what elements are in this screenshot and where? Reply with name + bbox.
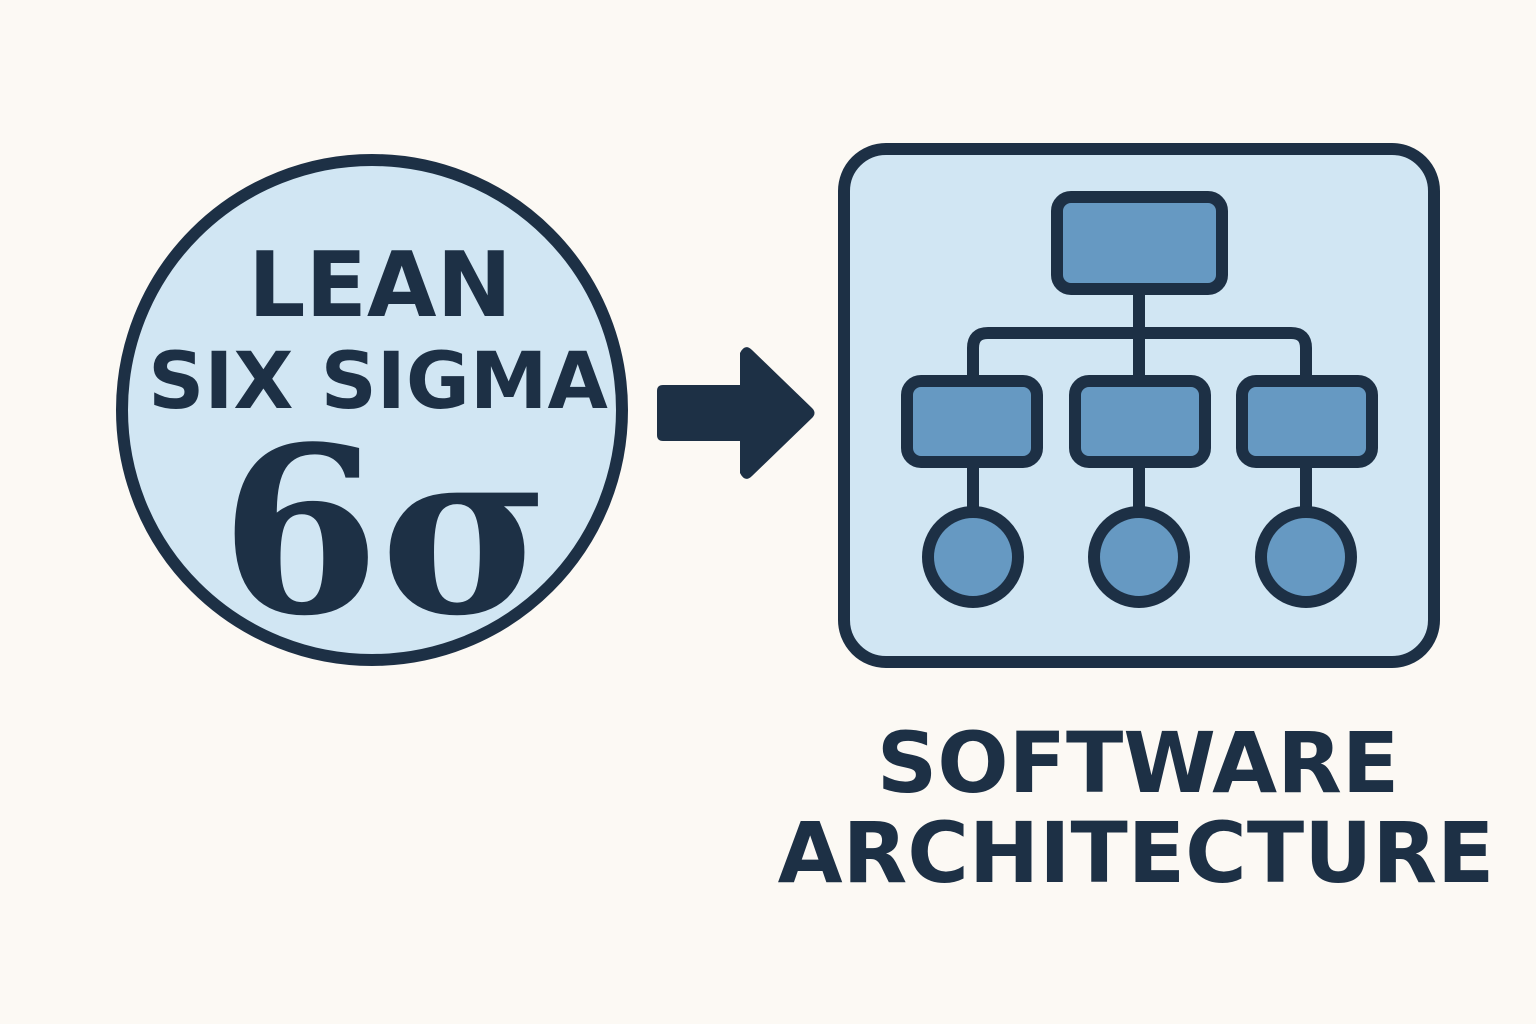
child-node-center <box>1069 375 1211 468</box>
child-node-left <box>901 375 1043 468</box>
badge-circle <box>116 154 628 666</box>
leaf-node-center <box>1088 506 1190 608</box>
lean-label: LEAN <box>248 233 512 338</box>
child-node-right <box>1236 375 1378 468</box>
lean-six-sigma-badge: LEAN SIX SIGMA 6σ <box>116 154 628 667</box>
leaf-node-right <box>1255 506 1357 608</box>
software-label: SOFTWARE <box>877 714 1400 812</box>
arrow-right-icon <box>657 347 815 479</box>
sigma-symbol: 6σ <box>220 397 550 667</box>
root-node <box>1051 191 1228 295</box>
architecture-label: ARCHITECTURE <box>778 804 1495 902</box>
connector-lines <box>967 289 1312 512</box>
six-sigma-label: SIX SIGMA <box>148 337 608 427</box>
software-architecture-panel <box>838 143 1440 668</box>
leaf-node-left <box>922 506 1024 608</box>
